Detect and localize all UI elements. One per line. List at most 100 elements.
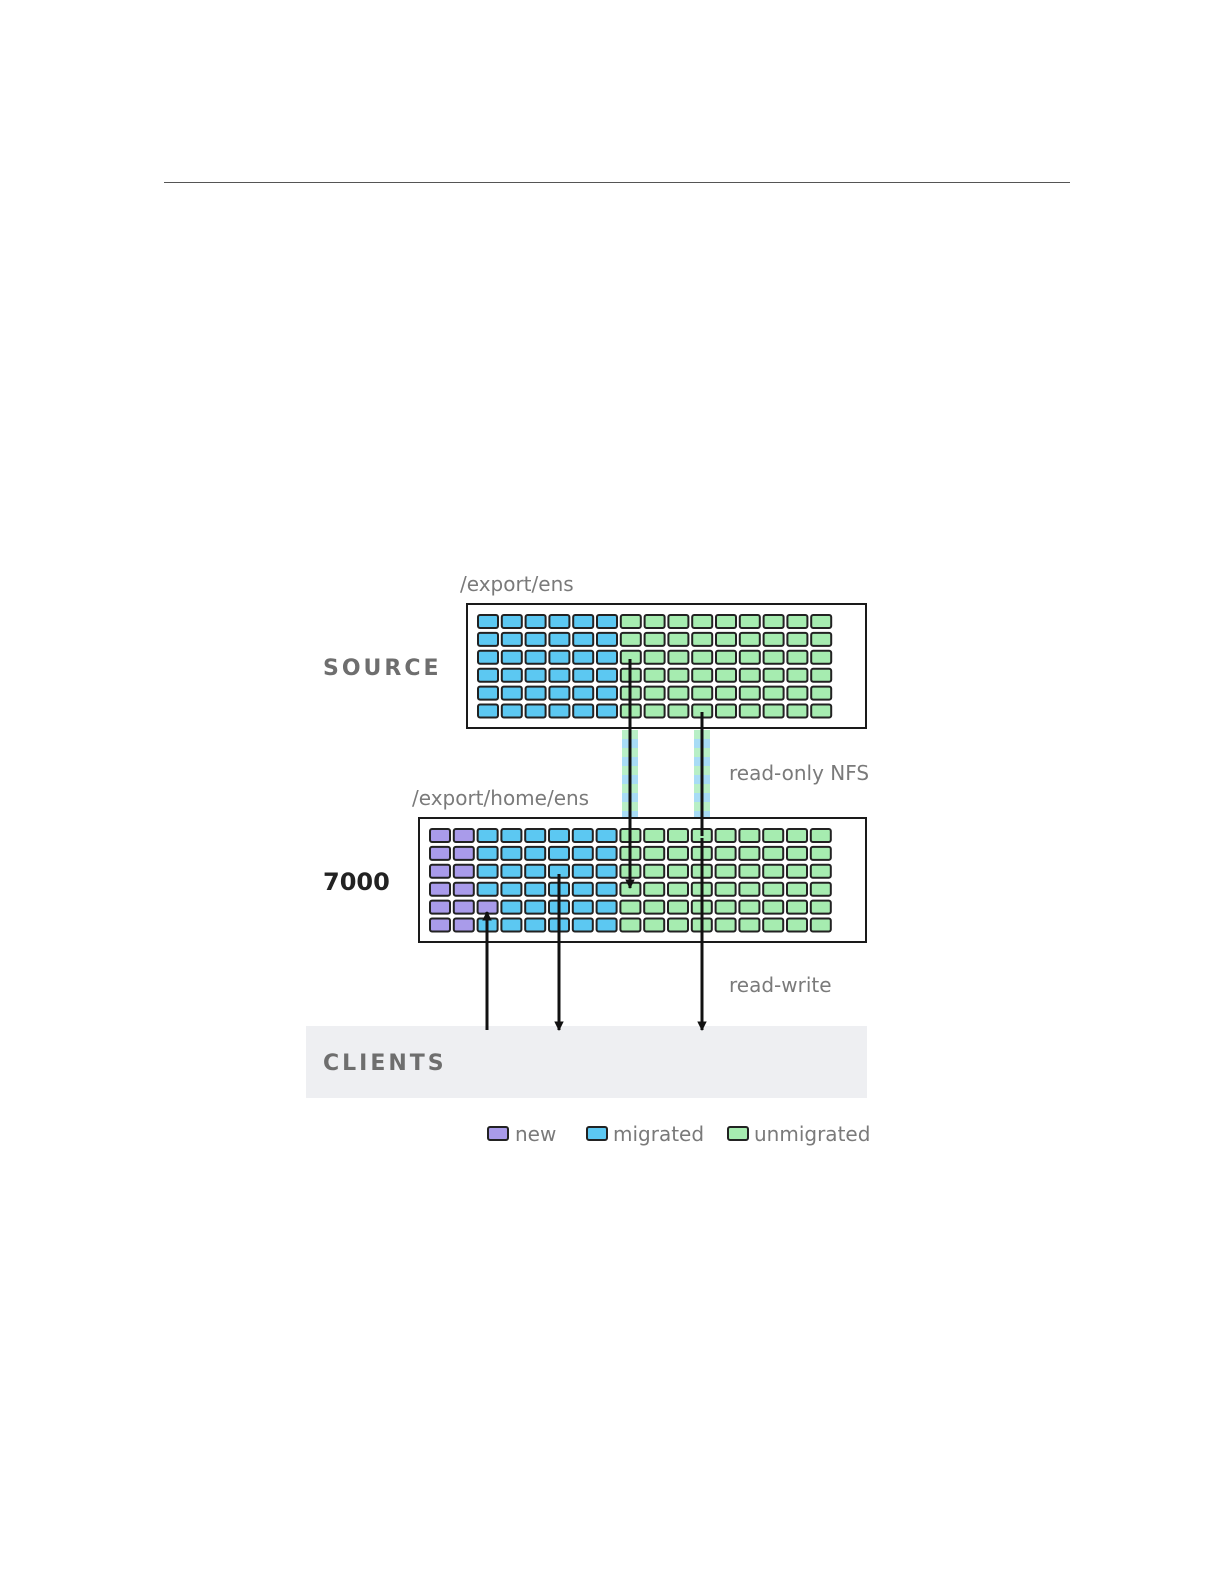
- target-file-migrated: [525, 901, 545, 914]
- target-file-unmigrated: [739, 847, 759, 860]
- source-label: SOURCE: [323, 656, 442, 681]
- source-file-unmigrated: [692, 669, 712, 682]
- target-file-migrated: [597, 883, 617, 896]
- source-file-unmigrated: [668, 687, 688, 700]
- target-file-migrated: [478, 883, 498, 896]
- target-file-unmigrated: [787, 919, 807, 932]
- source-file-unmigrated: [787, 687, 807, 700]
- target-file-new: [478, 901, 498, 914]
- source-file-migrated: [573, 615, 593, 628]
- source-file-unmigrated: [668, 651, 688, 664]
- target-file-unmigrated: [763, 865, 783, 878]
- source-file-unmigrated: [764, 687, 784, 700]
- source-file-unmigrated: [764, 633, 784, 646]
- source-file-migrated: [526, 669, 546, 682]
- source-file-unmigrated: [811, 633, 831, 646]
- target-file-unmigrated: [644, 829, 664, 842]
- source-path-label: /export/ens: [460, 572, 574, 596]
- source-file-unmigrated: [645, 651, 665, 664]
- source-file-unmigrated: [811, 705, 831, 718]
- target-file-new: [454, 883, 474, 896]
- target-file-migrated: [525, 883, 545, 896]
- target-file-unmigrated: [668, 883, 688, 896]
- source-file-unmigrated: [811, 669, 831, 682]
- target-file-migrated: [573, 829, 593, 842]
- target-file-unmigrated: [787, 901, 807, 914]
- source-file-unmigrated: [692, 633, 712, 646]
- target-file-migrated: [549, 829, 569, 842]
- source-file-migrated: [573, 651, 593, 664]
- source-file-migrated: [526, 615, 546, 628]
- legend-unmigrated-swatch: [728, 1127, 748, 1140]
- target-file-unmigrated: [763, 901, 783, 914]
- target-file-unmigrated: [763, 829, 783, 842]
- source-file-migrated: [549, 615, 569, 628]
- legend: new migrated unmigrated: [488, 1122, 870, 1146]
- target-file-unmigrated: [644, 883, 664, 896]
- target-file-migrated: [597, 901, 617, 914]
- source-file-unmigrated: [716, 633, 736, 646]
- source-file-migrated: [526, 687, 546, 700]
- read-only-nfs-label: read-only NFS: [729, 761, 869, 785]
- source-file-unmigrated: [716, 651, 736, 664]
- target-file-migrated: [525, 865, 545, 878]
- target-file-migrated: [573, 901, 593, 914]
- source-file-migrated: [526, 651, 546, 664]
- source-file-unmigrated: [716, 705, 736, 718]
- source-file-unmigrated: [668, 669, 688, 682]
- source-file-unmigrated: [787, 705, 807, 718]
- target-file-migrated: [573, 919, 593, 932]
- target-file-unmigrated: [716, 865, 736, 878]
- target-file-unmigrated: [716, 829, 736, 842]
- target-file-new: [454, 847, 474, 860]
- target-file-unmigrated: [811, 919, 831, 932]
- source-file-migrated: [502, 687, 522, 700]
- target-file-migrated: [525, 847, 545, 860]
- source-file-unmigrated: [740, 633, 760, 646]
- target-file-unmigrated: [763, 919, 783, 932]
- source-file-migrated: [573, 669, 593, 682]
- source-file-migrated: [597, 669, 617, 682]
- source-file-unmigrated: [621, 615, 641, 628]
- source-file-unmigrated: [811, 615, 831, 628]
- source-file-migrated: [502, 669, 522, 682]
- target-file-unmigrated: [620, 901, 640, 914]
- source-file-migrated: [597, 687, 617, 700]
- target-file-migrated: [501, 865, 521, 878]
- source-file-migrated: [573, 633, 593, 646]
- source-file-migrated: [526, 633, 546, 646]
- target-path-label: /export/home/ens: [412, 786, 589, 810]
- source-file-unmigrated: [764, 669, 784, 682]
- source-file-unmigrated: [740, 651, 760, 664]
- source-file-migrated: [478, 687, 498, 700]
- legend-unmigrated-label: unmigrated: [754, 1122, 870, 1146]
- source-file-migrated: [526, 705, 546, 718]
- source-file-unmigrated: [645, 687, 665, 700]
- target-file-unmigrated: [668, 919, 688, 932]
- target-file-unmigrated: [620, 919, 640, 932]
- target-file-new: [430, 901, 450, 914]
- target-file-new: [454, 829, 474, 842]
- target-file-unmigrated: [644, 901, 664, 914]
- source-file-migrated: [549, 669, 569, 682]
- source-file-migrated: [597, 651, 617, 664]
- target-file-new: [454, 901, 474, 914]
- source-file-unmigrated: [740, 705, 760, 718]
- source-file-unmigrated: [645, 669, 665, 682]
- target-file-unmigrated: [644, 847, 664, 860]
- target-file-new: [430, 829, 450, 842]
- source-file-unmigrated: [787, 615, 807, 628]
- target-file-new: [454, 865, 474, 878]
- target-file-unmigrated: [787, 865, 807, 878]
- source-file-migrated: [549, 633, 569, 646]
- target-file-migrated: [501, 847, 521, 860]
- source-file-unmigrated: [645, 633, 665, 646]
- source-file-migrated: [478, 615, 498, 628]
- target-file-migrated: [573, 883, 593, 896]
- source-file-unmigrated: [645, 615, 665, 628]
- source-file-unmigrated: [811, 651, 831, 664]
- source-file-unmigrated: [787, 669, 807, 682]
- target-file-migrated: [597, 829, 617, 842]
- target-file-unmigrated: [668, 901, 688, 914]
- source-file-unmigrated: [645, 705, 665, 718]
